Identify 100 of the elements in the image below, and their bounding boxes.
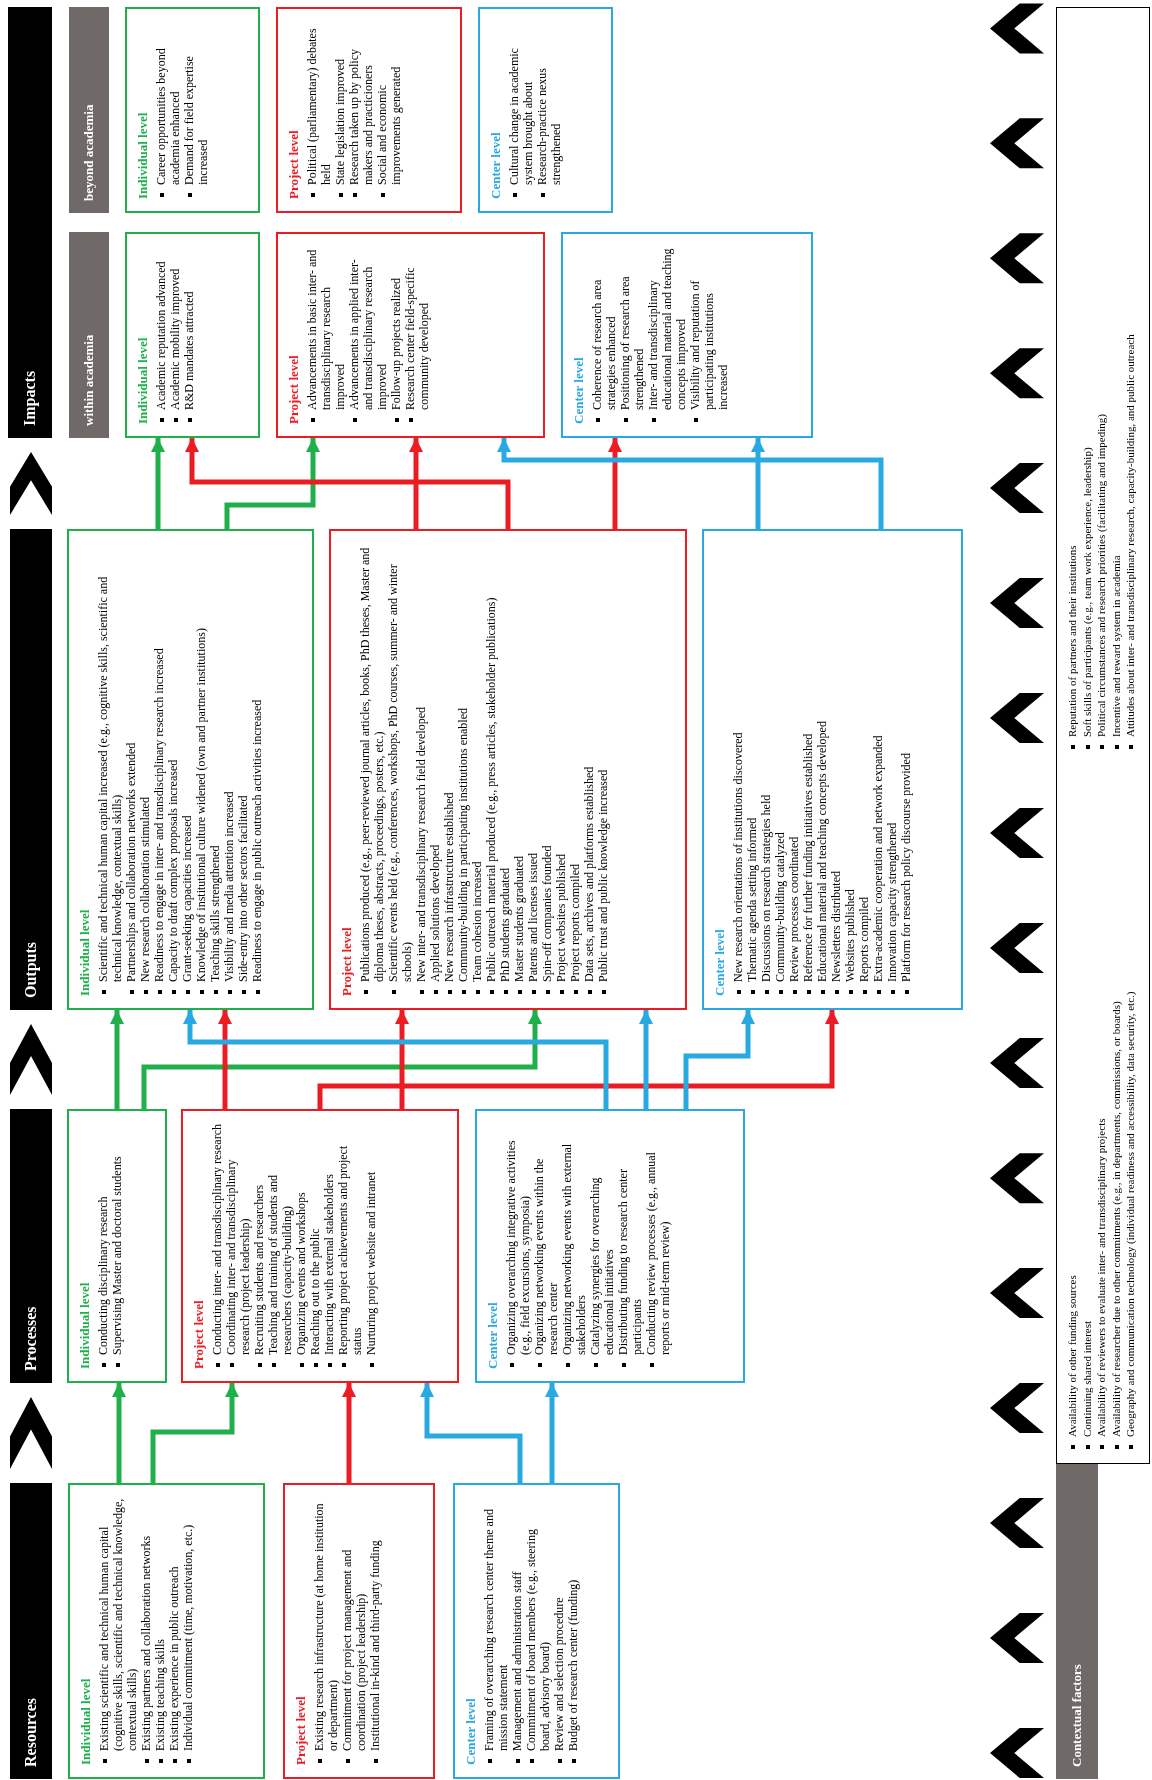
level-box [68, 1483, 265, 1779]
chevron-arrow [990, 693, 1044, 743]
bullet-item: Partnerships and collaboration networks extended [124, 543, 138, 996]
bullet-item: Visibility and media attention increased [222, 543, 236, 996]
chevron-arrow [990, 808, 1044, 858]
level-box [702, 529, 963, 1010]
level-box [276, 232, 545, 438]
bullet-item: Availability of reviewers to evaluate inter- and transdisciplinary projects [1094, 811, 1109, 1451]
arrow [224, 438, 320, 529]
chevron-arrow [10, 1024, 52, 1095]
stage-label: Resources [10, 1483, 52, 1779]
arrow [183, 1010, 609, 1109]
bullet-item: Existing partners and collaboration networks [139, 1497, 153, 1765]
level-box [125, 232, 260, 438]
bullet-item: Research taken up by policy makers and practicioners [347, 21, 375, 199]
bullet-item: Nurturing project website and intranet [364, 1123, 378, 1369]
bullet-item: Institutional in-kind and third-party funding [368, 1497, 382, 1765]
bullet-item: Reports compiled [857, 543, 871, 996]
level-heading: Center level [485, 1301, 501, 1369]
bullet-item: Advancements in applied inter- and transdisciplinary research improved [347, 246, 389, 424]
level-box [181, 1109, 459, 1383]
bullet-item: Reporting project achievements and project status [336, 1123, 364, 1369]
level-heading: Center level [712, 928, 728, 996]
chevron-arrow [990, 1038, 1044, 1088]
arrow [151, 438, 165, 529]
bullet-item: Master students graduated [512, 543, 526, 996]
bullet-item: Reference for further funding initiatives established [801, 543, 815, 996]
bullet-item: Readiness to engage in public outreach activities increased [250, 543, 264, 996]
bullet-item: Availability of other funding sources [1065, 811, 1080, 1451]
level-heading: Individual level [77, 1281, 93, 1369]
arrow [497, 438, 884, 529]
level-box [276, 7, 462, 213]
bullet-item: R&D mandates attracted [182, 246, 196, 424]
arrow [608, 438, 622, 529]
bullet-item: Reaching out to the public [308, 1123, 322, 1369]
bullet-item: Side-entry into other sectors facilitated [236, 543, 250, 996]
level-box [453, 1483, 620, 1779]
arrow [545, 1383, 559, 1483]
bullet-item: Community-building catalyzed [773, 543, 787, 996]
bullet-item: Soft skills of participants (e.g., team work experience, leadership) [1079, 111, 1094, 751]
bullet-item: Spin-off companies founded [540, 543, 554, 996]
chevron-arrow [990, 578, 1044, 628]
level-heading: Center level [463, 1697, 479, 1765]
bullet-item: Innovation capacity strengthened [885, 543, 899, 996]
bullet-item: Academic mobility improved [168, 246, 182, 424]
level-heading: Project level [286, 354, 302, 424]
level-box [561, 232, 813, 438]
bullet-item: Incentive and reward system in academia [1108, 111, 1123, 751]
bullet-item: Framing of overarching research center theme and mission statement [482, 1497, 510, 1765]
bullet-item: New inter- and transdisciplinary research field developed [414, 543, 428, 996]
category-label: Contextual factors [1056, 1464, 1098, 1779]
level-heading: Center level [571, 356, 587, 424]
stage-label: Processes [10, 1109, 52, 1383]
bullet-item: Continuing shared interest [1079, 811, 1094, 1451]
bullet-item: Newsletters distributed [829, 543, 843, 996]
chevron-arrow [990, 463, 1044, 513]
level-heading: Project level [191, 1299, 207, 1369]
bullet-item: Review and selection procedure [552, 1497, 566, 1765]
arrow [110, 1010, 124, 1109]
bullet-item: Commitment for project management and coordination (project leadership) [340, 1497, 368, 1765]
level-box [67, 529, 314, 1010]
bullet-item: Distributing funding to research center participants [616, 1123, 644, 1369]
bullet-item: New research infrastructure established [442, 543, 456, 996]
level-heading: Individual level [77, 908, 93, 996]
category-label: beyond academia [69, 7, 109, 213]
bullet-item: Team cohesion increased [470, 543, 484, 996]
level-box [125, 7, 260, 213]
bullet-item: Conducting disciplinary research [96, 1123, 110, 1369]
bullet-item: Follow-up projects realized [389, 246, 403, 424]
stage-label: Outputs [10, 529, 52, 1010]
bullet-item: Community-building in participating institutions enabled [456, 543, 470, 996]
arrow [409, 438, 423, 529]
bullet-item: Attitudes about inter- and transdisciplinary research, capacity-building, and public outreach [1123, 111, 1138, 751]
bullet-item: Existing research infrastructure (at home institution or department) [312, 1497, 340, 1765]
level-box [475, 1109, 745, 1383]
chevron-arrow [10, 1397, 52, 1469]
stage-label: Impacts [8, 7, 52, 438]
arrow [751, 438, 765, 529]
arrow [342, 1383, 356, 1483]
bullet-item: Educational material and teaching concepts developed [815, 543, 829, 996]
bullet-item: Data sets, archives and platforms established [582, 543, 596, 996]
context-panel [1056, 7, 1150, 1464]
bullet-item: Readiness to engage in inter- and transdisciplinary research increased [152, 543, 166, 996]
bullet-item: Budget of research center (funding) [566, 1497, 580, 1765]
bullet-item: Organizing networking events with external stakeholders [560, 1123, 588, 1369]
bullet-item: Career opportunities beyond academia enhanced [154, 21, 182, 199]
bullet-item: Political circumstances and research priorities (facilitating and impeding) [1094, 111, 1109, 751]
bullet-item: PhD students graduated [498, 543, 512, 996]
bullet-item: State legislation improved [333, 21, 347, 199]
bullet-item: Project reports compiled [568, 543, 582, 996]
category-label: within academia [69, 232, 109, 438]
bullet-item: Social and economic improvements generated [375, 21, 403, 199]
bullet-item: Management and administration staff [510, 1497, 524, 1765]
arrow [112, 1383, 126, 1483]
level-box [283, 1483, 435, 1779]
bullet-item: Cultural change in academic system brought about [507, 21, 535, 199]
chevron-arrow [990, 923, 1044, 973]
bullet-item: Project websites published [554, 543, 568, 996]
bullet-item: Individual commitment (time, motivation, etc.) [181, 1497, 195, 1765]
level-heading: Individual level [78, 1677, 94, 1765]
